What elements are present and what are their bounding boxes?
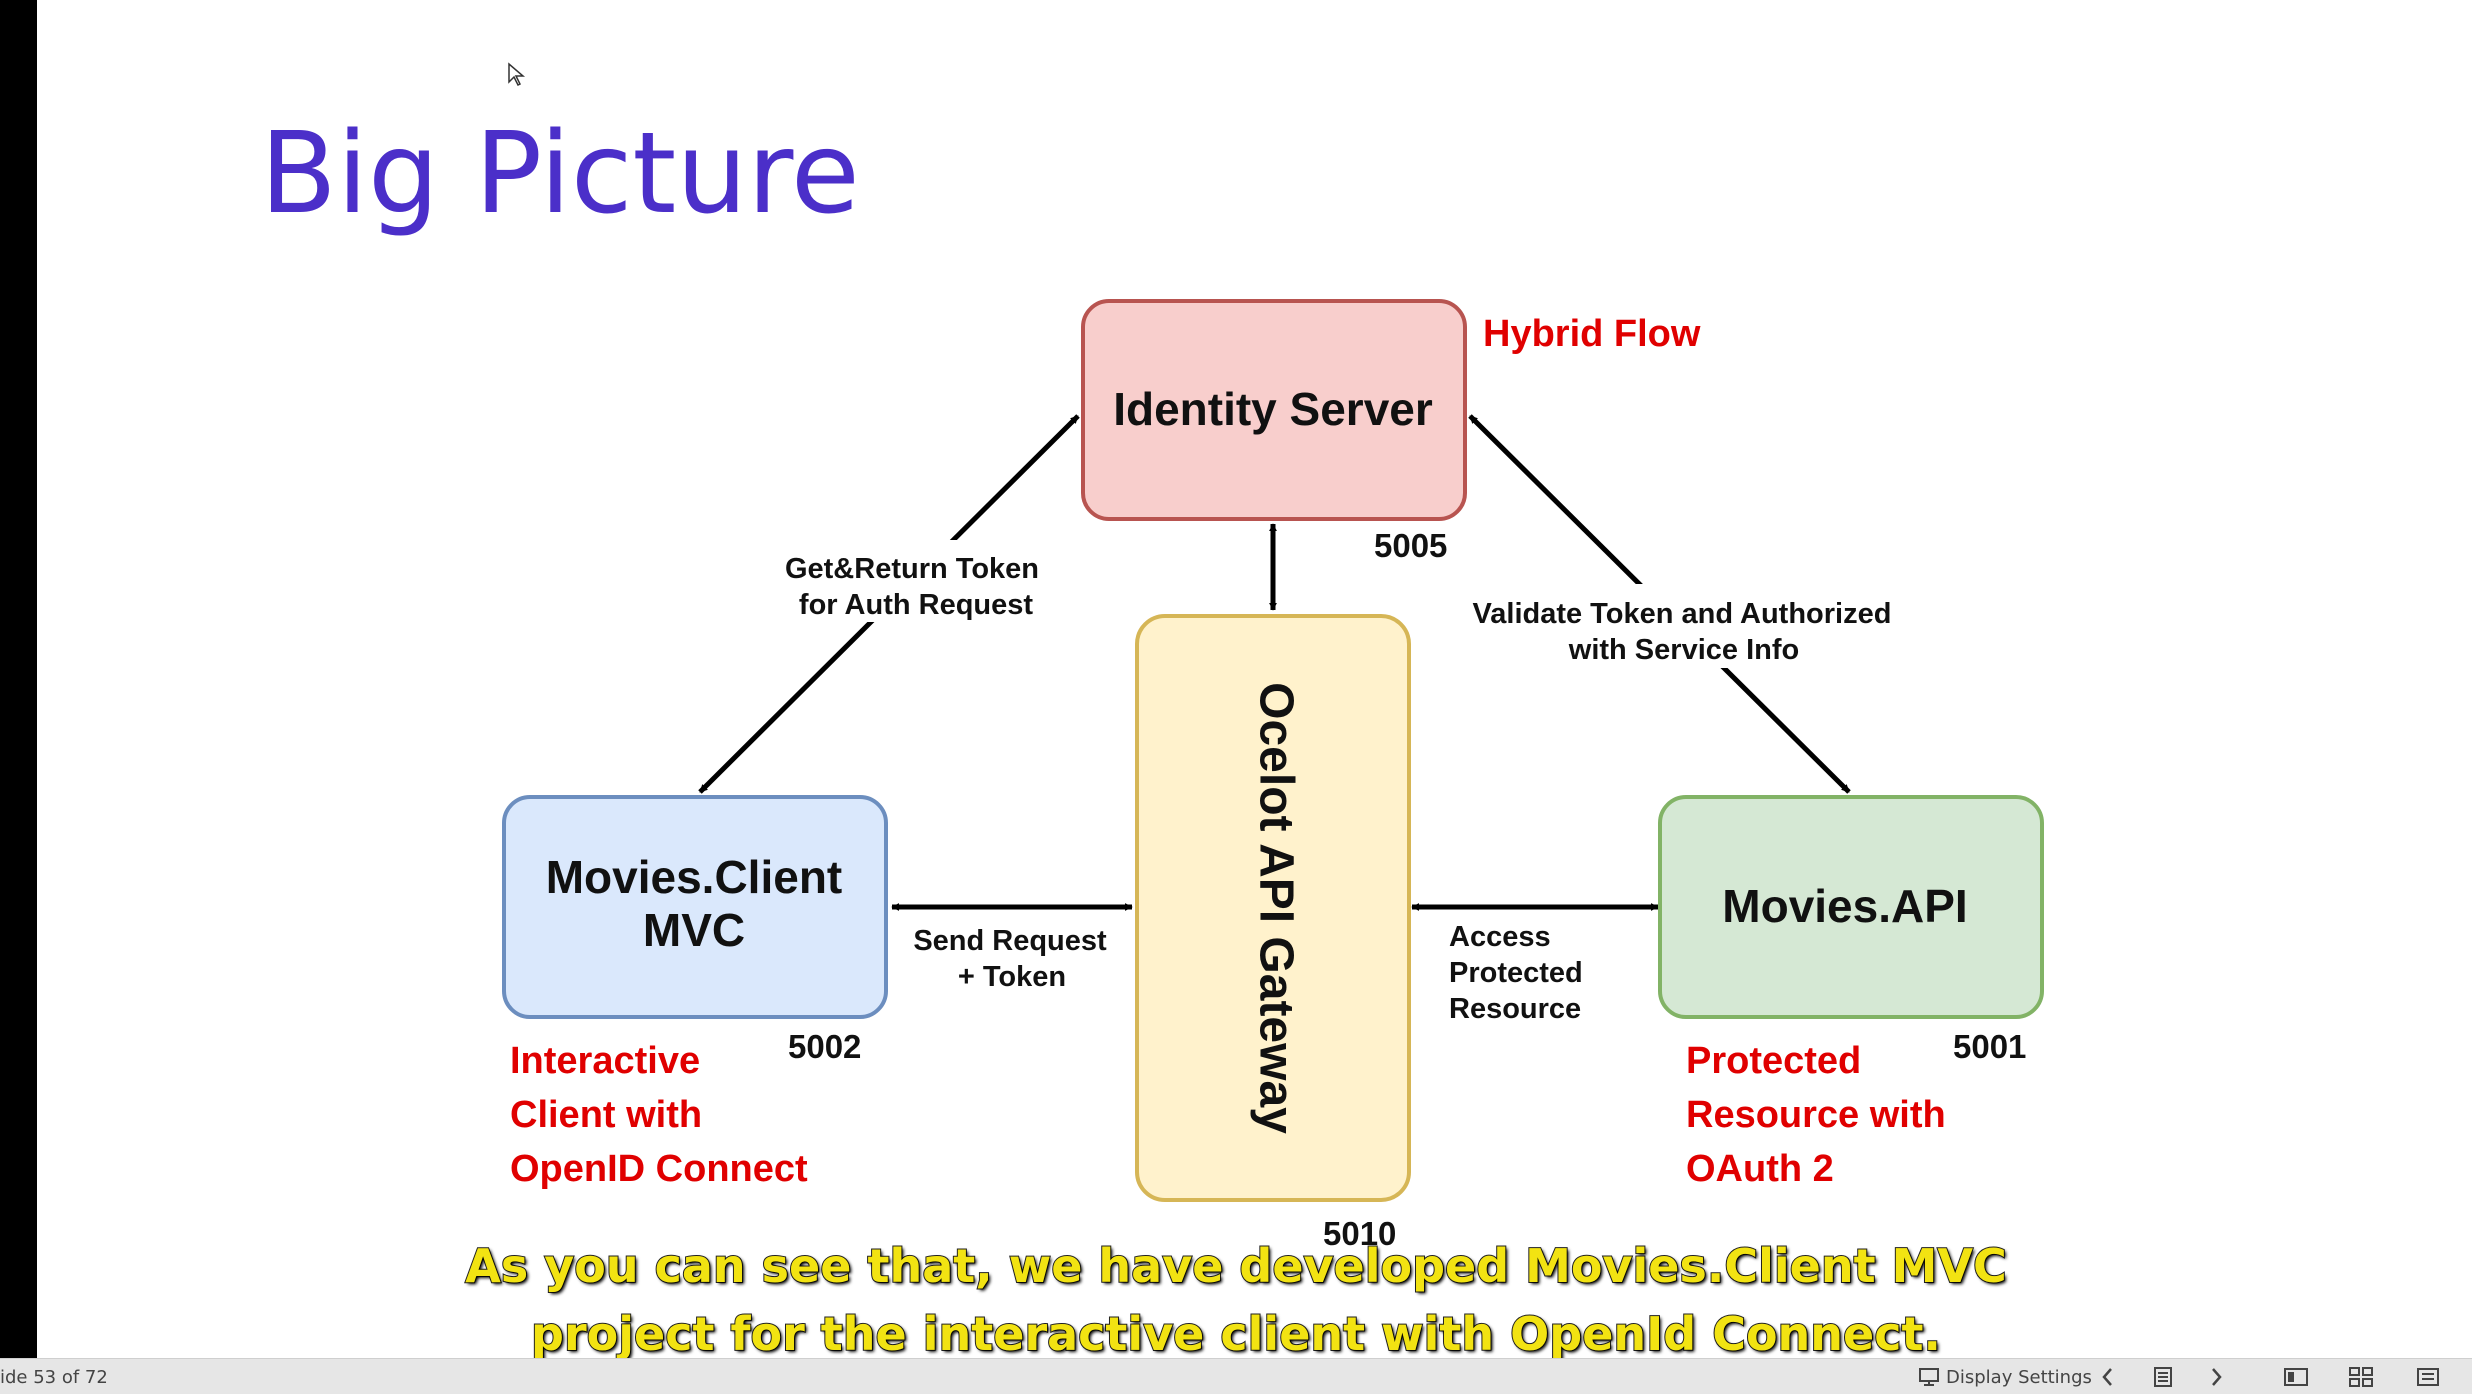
movies-client-label-line1: Movies.Client bbox=[546, 851, 843, 903]
api-gateway-port: 5010 bbox=[1323, 1215, 1396, 1252]
normal-view-icon bbox=[2284, 1368, 2308, 1386]
movies-api-box bbox=[1658, 795, 2044, 1019]
access-edge-label-line2: Protected bbox=[1449, 957, 1583, 989]
token-edge-label-line1: Get&Return Token bbox=[785, 553, 1039, 585]
validate-edge-label-line2: with Service Info bbox=[1568, 634, 1799, 666]
movies-api-label: Movies.API bbox=[1722, 880, 1967, 932]
display-settings-button[interactable]: Display Settings bbox=[1918, 1365, 2092, 1389]
next-slide-button[interactable] bbox=[2208, 1365, 2224, 1389]
normal-view-button[interactable] bbox=[2283, 1365, 2309, 1389]
api-note-line1: Protected bbox=[1686, 1040, 1861, 1082]
movies-api-port: 5001 bbox=[1953, 1028, 2026, 1065]
api-note-line3: OAuth 2 bbox=[1686, 1148, 1834, 1190]
api-gateway-box bbox=[1135, 614, 1411, 1202]
video-subtitles: As you can see that, we have developed M… bbox=[236, 1232, 2236, 1368]
client-note-line1: Interactive bbox=[510, 1040, 700, 1082]
identity-server-port: 5005 bbox=[1374, 527, 1447, 564]
slide: Big Picture Identity Server 5005 Hy bbox=[37, 0, 2472, 1358]
architecture-diagram: Identity Server 5005 Hybrid Flow Ocelot … bbox=[502, 299, 2044, 1252]
slide-title: Big Picture bbox=[260, 109, 860, 239]
reading-view-button[interactable] bbox=[2416, 1365, 2442, 1389]
previous-slide-button[interactable] bbox=[2100, 1365, 2116, 1389]
validate-edge-label-line1: Validate Token and Authorized bbox=[1473, 598, 1892, 630]
subtitle-line2: project for the interactive client with … bbox=[530, 1306, 1942, 1362]
subtitle-line1: As you can see that, we have developed M… bbox=[464, 1238, 2007, 1294]
slide-counter: ide 53 of 72 bbox=[0, 1367, 108, 1388]
slide-sorter-menu-button[interactable] bbox=[2152, 1365, 2174, 1389]
identity-server-label: Identity Server bbox=[1113, 383, 1433, 435]
chevron-right-icon bbox=[2212, 1368, 2222, 1386]
token-edge-label-line2: for Auth Request bbox=[799, 589, 1033, 621]
access-edge-label-line1: Access bbox=[1449, 921, 1551, 953]
api-note-line2: Resource with bbox=[1686, 1094, 1946, 1136]
slide-sorter-view-button[interactable] bbox=[2348, 1365, 2374, 1389]
api-gateway-label: Ocelot API Gateway bbox=[1249, 682, 1302, 1134]
identity-server-box bbox=[1081, 299, 1467, 521]
grid-view-icon bbox=[2349, 1367, 2373, 1387]
chevron-left-icon bbox=[2102, 1368, 2112, 1386]
hybrid-flow-note: Hybrid Flow bbox=[1483, 313, 1701, 355]
movies-client-box bbox=[502, 795, 888, 1019]
display-settings-label: Display Settings bbox=[1946, 1366, 2092, 1388]
mouse-pointer-icon bbox=[508, 62, 526, 87]
access-edge-label-line3: Resource bbox=[1449, 993, 1581, 1025]
movies-client-port: 5002 bbox=[788, 1028, 861, 1065]
movies-client-label-line2: MVC bbox=[643, 904, 745, 956]
status-bar: ide 53 of 72 Display Settings bbox=[0, 1358, 2472, 1394]
slide-menu-icon bbox=[2154, 1367, 2172, 1387]
send-edge-label-line2: + Token bbox=[958, 961, 1066, 993]
client-note-line3: OpenID Connect bbox=[510, 1148, 808, 1190]
reading-view-icon bbox=[2417, 1368, 2439, 1386]
send-edge-label-line1: Send Request bbox=[913, 925, 1107, 957]
monitor-icon bbox=[1919, 1368, 1939, 1386]
client-note-line2: Client with bbox=[510, 1094, 702, 1136]
